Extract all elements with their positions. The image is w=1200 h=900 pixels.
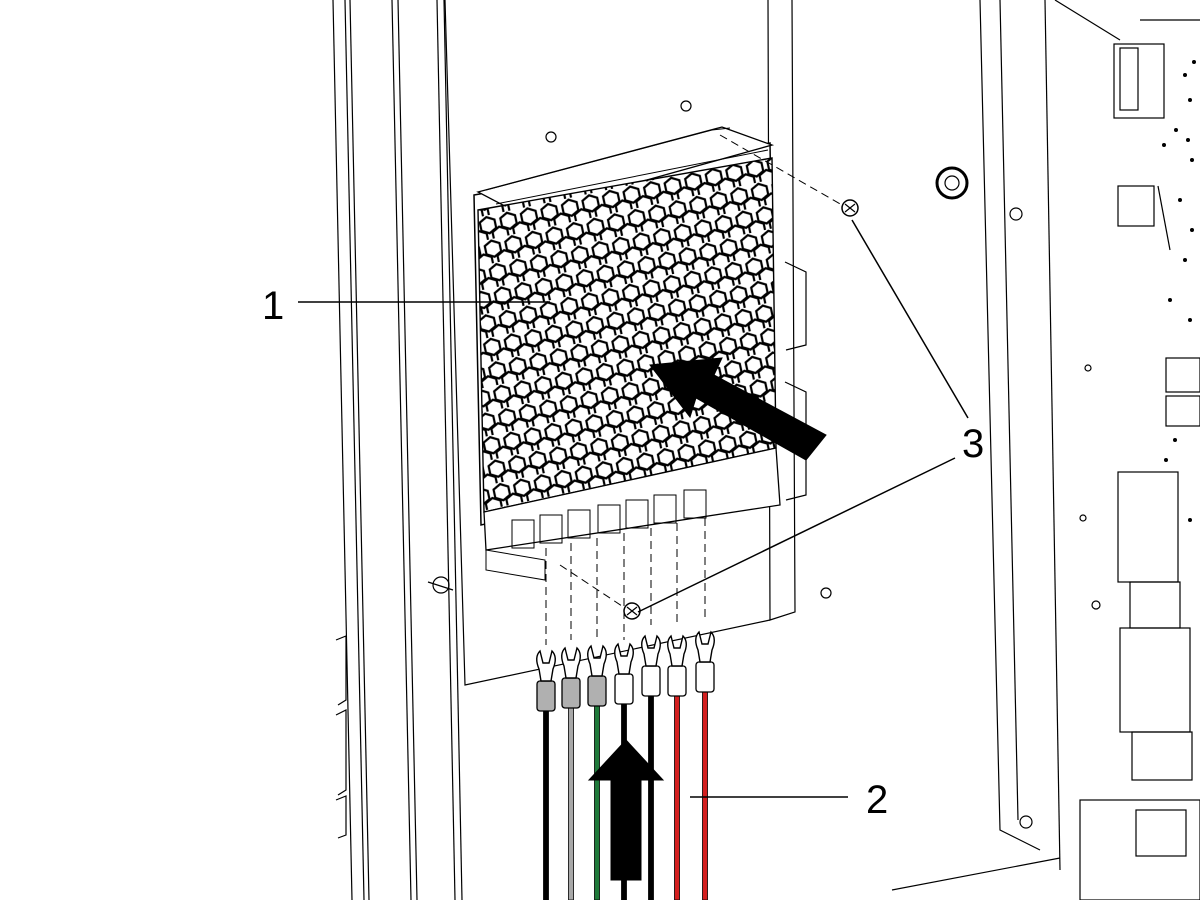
screw-bottom-guide <box>559 564 626 609</box>
screw-bottom <box>623 602 641 620</box>
callout-3: 3 <box>962 422 985 466</box>
board-components <box>1162 60 1196 522</box>
control-board <box>891 0 1200 900</box>
screw-top <box>841 199 859 217</box>
leader-line-3-bottom <box>637 457 956 613</box>
left-frame <box>332 0 418 900</box>
callout-1: 1 <box>262 284 285 328</box>
wire-insert-arrow <box>587 739 665 881</box>
power-supply-unit <box>473 126 781 581</box>
wire-1 <box>536 649 556 900</box>
wire-harness <box>536 630 715 900</box>
wire-5 <box>641 634 661 900</box>
insert-direction-arrow <box>649 357 827 461</box>
terminal-guides <box>545 518 706 645</box>
wire-7 <box>695 630 715 900</box>
wire-6 <box>667 634 687 900</box>
wire-2 <box>561 646 581 900</box>
leader-line-3-top <box>851 219 969 419</box>
screw-top-guide <box>719 134 843 206</box>
wire-3 <box>587 644 607 900</box>
callout-2: 2 <box>866 778 889 822</box>
